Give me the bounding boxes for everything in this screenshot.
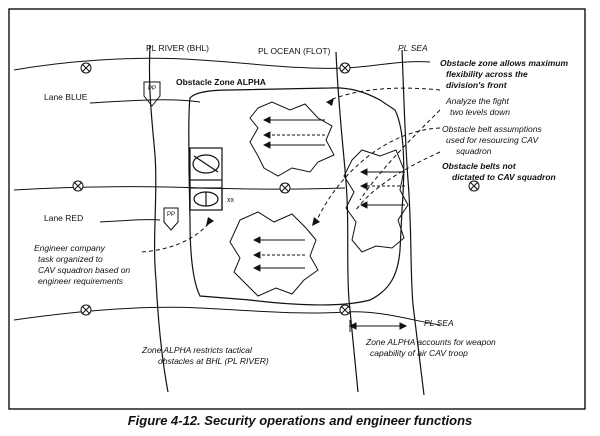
note-bhl-2: obstacles at BHL (PL RIVER) [158, 356, 269, 366]
pl-sea-line [401, 49, 425, 396]
passage-point-label-2: PP [167, 212, 176, 218]
obstacle-belt-2 [343, 149, 409, 253]
note-belts-not-dictated-1: Obstacle belts not [442, 161, 516, 171]
note-bhl-1: Zone ALPHA restricts tactical [142, 345, 252, 355]
note-engineer-4: engineer requirements [38, 276, 124, 286]
note-air-cav-2: capability of air CAV troop [370, 348, 468, 358]
note-zone-flexibility-3: division's front [446, 80, 507, 90]
belt-arrows [252, 116, 405, 272]
lane-red-label: Lane RED [44, 213, 84, 223]
passage-point-label-1: PP [148, 86, 157, 92]
note-belt-assumptions-3: squadron [456, 146, 492, 156]
note-zone-flexibility-2: flexibility across the [446, 69, 528, 79]
note-engineer-1: Engineer company [34, 243, 105, 253]
bottom-boundary [13, 306, 441, 326]
lane-red-line [99, 219, 161, 223]
note-zone-flexibility-1: Obstacle zone allows maximum [440, 58, 569, 68]
marker-xx: xx [227, 197, 234, 204]
center-axis [13, 186, 346, 191]
top-boundary [13, 57, 431, 71]
note-belt-assumptions-1: Obstacle belt assumptions [442, 124, 542, 134]
note-belt-assumptions-2: used for resourcing CAV [446, 135, 539, 145]
note-analyze-1: Analyze the fight [446, 96, 509, 106]
obstacle-zone-alpha [188, 87, 405, 306]
note-analyze-2: two levels down [450, 107, 511, 117]
obstacle-belt-3 [229, 211, 319, 297]
callout-leaders [141, 87, 441, 253]
pl-ocean-label: PL OCEAN (FLOT) [258, 46, 331, 56]
unit-symbols [189, 147, 223, 211]
pl-sea-bottom-label: PL SEA [424, 318, 454, 328]
callout-arrowheads [206, 98, 334, 226]
lane-blue-line [89, 99, 201, 104]
figure-caption: Figure 4-12. Security operations and eng… [127, 413, 473, 428]
passage-points [143, 81, 179, 231]
obstacle-belt-1 [249, 101, 335, 177]
note-engineer-2: task organized to [38, 254, 103, 264]
note-belts-not-dictated-2: dictated to CAV squadron [452, 172, 556, 182]
diagram-border [8, 8, 586, 410]
pl-sea-top-label: PL SEA [398, 43, 428, 53]
pl-river-label: PL RIVER (BHL) [146, 43, 209, 53]
note-engineer-3: CAV squadron based on [38, 265, 131, 275]
pl-ocean-line [335, 51, 359, 393]
lane-blue-label: Lane BLUE [44, 92, 88, 102]
checkpoints [72, 62, 480, 316]
note-air-cav-1: Zone ALPHA accounts for weapon [366, 337, 496, 347]
span-arrow [348, 320, 408, 332]
zone-title: Obstacle Zone ALPHA [176, 77, 266, 87]
pl-river-line [148, 44, 169, 393]
